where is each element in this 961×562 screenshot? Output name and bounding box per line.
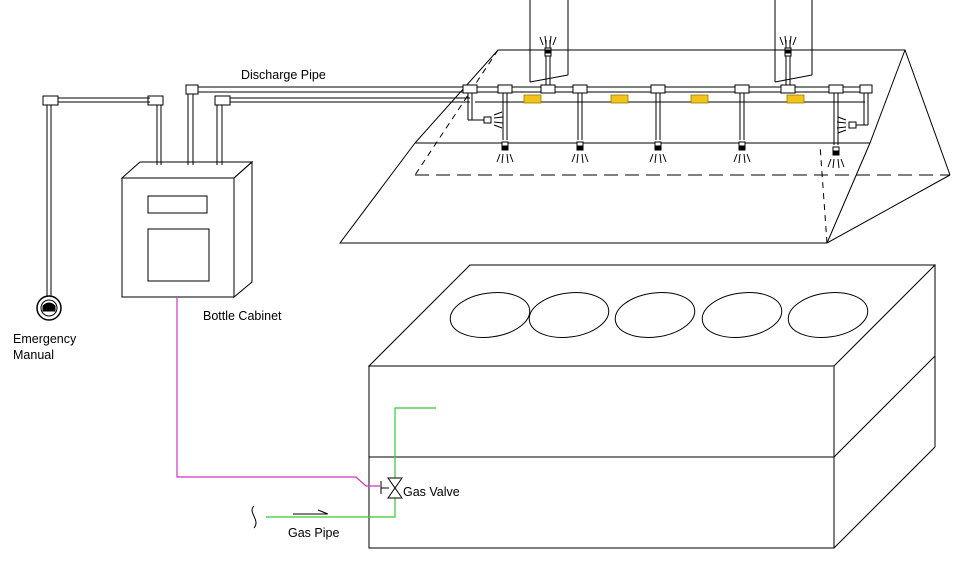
- cabinet-door: [147, 228, 210, 282]
- break-line-icon: [251, 505, 257, 529]
- tee-fitting: [462, 84, 873, 94]
- nozzle-icon: [483, 35, 857, 169]
- exhaust-duct-left: [529, 0, 569, 83]
- gas-valve-icon: [380, 477, 403, 499]
- cooking-range: [367, 264, 937, 549]
- discharge-pipe-label: Discharge Pipe: [241, 68, 326, 82]
- manual-pull-cable: [46, 97, 162, 296]
- emergency-label-line1: Emergency: [13, 332, 77, 346]
- gas-line: [266, 407, 436, 518]
- emergency-label-line2: Manual: [13, 348, 54, 362]
- bottle-cabinet: [120, 160, 254, 299]
- manual-pull-station-icon: [36, 295, 62, 321]
- flow-arrow-icon: [293, 509, 329, 515]
- bottle-cabinet-label: Bottle Cabinet: [203, 309, 282, 323]
- pipe-elbow: [42, 84, 231, 106]
- exhaust-duct-right: [774, 0, 813, 83]
- gas-pipe-label: Gas Pipe: [288, 526, 339, 540]
- cabinet-display: [147, 195, 208, 214]
- heat-detector-icon: [523, 94, 805, 104]
- discharge-pipe: [187, 86, 869, 165]
- control-line: [176, 297, 380, 487]
- gas-valve-label: Gas Valve: [403, 485, 460, 499]
- exhaust-hood: [339, 49, 951, 244]
- burner-openings: [449, 292, 869, 338]
- nozzle-drops: [502, 40, 839, 145]
